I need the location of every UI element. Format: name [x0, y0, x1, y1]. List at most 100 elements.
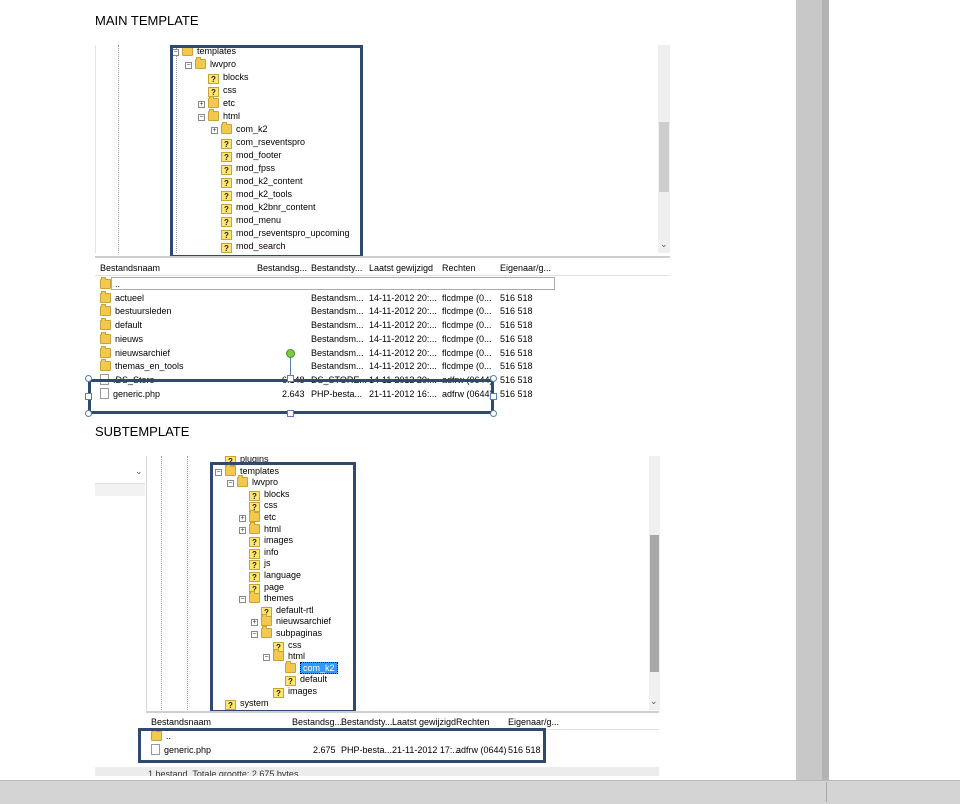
expand-icon[interactable]: +: [198, 101, 205, 108]
tree-node[interactable]: +nieuwsarchief: [251, 614, 331, 628]
selection-frame: [88, 379, 494, 414]
tree-node[interactable]: −themes: [239, 591, 294, 605]
sub-left-shade: [95, 484, 145, 496]
rotate-handle[interactable]: [286, 349, 295, 358]
tree-node-label: com_rseventspro: [236, 137, 306, 147]
collapse-icon[interactable]: −: [198, 114, 205, 121]
column-header-size[interactable]: Bestandsg...: [257, 263, 308, 273]
collapse-icon[interactable]: −: [227, 480, 234, 488]
tree-node[interactable]: +com_k2: [211, 122, 268, 136]
resize-handle-bl[interactable]: [85, 410, 92, 417]
tree-node[interactable]: ?mod_fpss: [221, 162, 275, 175]
resize-handle-tl[interactable]: [85, 375, 92, 382]
column-header-modified[interactable]: Laatst gewijzigd: [392, 717, 457, 727]
resize-handle-tr[interactable]: [490, 375, 497, 382]
bottom-bar: [0, 780, 960, 804]
collapse-icon[interactable]: −: [263, 654, 270, 662]
tree-node[interactable]: +html: [239, 521, 281, 536]
expand-icon[interactable]: +: [239, 515, 246, 522]
folder-icon: [249, 591, 260, 604]
tree-node[interactable]: ?mod_footer: [221, 149, 282, 162]
tree-node-label: mod_rseventspro_upcoming: [236, 228, 350, 238]
sub-file-list: Bestandsnaam Bestandsg... Bestandsty... …: [146, 711, 659, 777]
column-header-size[interactable]: Bestandsg...: [292, 717, 343, 727]
resize-handle-ml[interactable]: [85, 393, 92, 400]
tree-node[interactable]: ?mod_k2bnr_content: [221, 201, 316, 214]
column-header-type[interactable]: Bestandsty...: [311, 263, 363, 273]
expand-icon[interactable]: +: [251, 619, 258, 627]
tree-node[interactable]: −html: [263, 649, 305, 663]
tree-node[interactable]: ?blocks: [208, 71, 249, 84]
tree-node[interactable]: ?mod_menu: [221, 214, 281, 227]
resize-handle-tm[interactable]: [287, 375, 294, 382]
column-header-owner[interactable]: Eigenaar/g...: [508, 717, 560, 727]
tree-node[interactable]: ?system: [225, 697, 269, 710]
tree-node[interactable]: − html: [198, 109, 241, 123]
tree-node[interactable]: ?blocks: [249, 488, 290, 501]
tree-node[interactable]: ?js: [249, 557, 271, 571]
expand-icon[interactable]: +: [211, 127, 218, 134]
collapse-icon[interactable]: −: [251, 631, 258, 638]
file-permissions: flcdmpe (0...: [442, 361, 492, 372]
tree-node[interactable]: +etc: [239, 510, 276, 524]
resize-handle-bm[interactable]: [287, 410, 294, 417]
collapse-icon[interactable]: −: [215, 468, 222, 476]
file-name: generic.php: [113, 388, 161, 399]
tree-node[interactable]: ?default: [285, 673, 327, 687]
scroll-down-arrow-icon[interactable]: ⌄: [660, 239, 668, 249]
file-size: 2.643: [282, 388, 305, 399]
scroll-thumb[interactable]: [659, 122, 669, 192]
tree-node[interactable]: ?mod_rseventspro_upcoming: [221, 227, 350, 240]
tree-node[interactable]: +etc: [198, 96, 235, 110]
tree-node[interactable]: −lwvpro: [227, 475, 278, 489]
tree-node-label: subpaginas: [276, 628, 323, 638]
tree-node[interactable]: − subpaginas: [251, 626, 323, 640]
tree-node[interactable]: ?info: [249, 546, 279, 559]
column-header-permissions[interactable]: Rechten: [456, 717, 490, 727]
tree-node[interactable]: ?images: [249, 534, 293, 548]
file-row[interactable]: ..: [95, 277, 615, 291]
file-type: Bestandsm...: [311, 306, 364, 317]
column-header-name[interactable]: Bestandsnaam: [151, 717, 212, 727]
tree-node[interactable]: −templates: [215, 463, 279, 478]
resize-handle-br[interactable]: [490, 410, 497, 417]
tree-node[interactable]: ?mod_k2_tools: [221, 188, 292, 201]
column-header-owner[interactable]: Eigenaar/g...: [500, 263, 552, 273]
tree-node-label: default-rtl: [276, 604, 314, 615]
scroll-down-arrow-icon[interactable]: ⌄: [650, 696, 658, 706]
tree-node[interactable]: ?images: [273, 685, 317, 698]
tree-node[interactable]: −lwvpro: [185, 57, 236, 71]
file-owner: 516 518: [500, 320, 533, 331]
column-header-type[interactable]: Bestandsty...: [341, 717, 393, 727]
tree-node[interactable]: ?mod_search: [221, 240, 286, 253]
resize-handle-mr[interactable]: [490, 393, 497, 400]
sub-left-scroll-arrow-icon[interactable]: ⌄: [135, 466, 143, 476]
column-header-name[interactable]: Bestandsnaam: [100, 263, 161, 273]
tree-node-label: mod_k2_tools: [236, 189, 293, 199]
collapse-icon[interactable]: −: [239, 596, 246, 604]
sub-tree-scrollbar[interactable]: ⌄: [649, 456, 660, 710]
collapse-icon[interactable]: −: [185, 62, 192, 69]
tree-node-label: com_k2: [300, 661, 338, 674]
unknown-folder-icon: ?: [221, 139, 232, 149]
tree-node[interactable]: ? com_rseventspro: [221, 136, 305, 149]
file-type: Bestandsm...: [311, 361, 364, 372]
column-header-permissions[interactable]: Rechten: [442, 263, 476, 273]
tree-node[interactable]: ?mod_k2_content: [221, 175, 303, 188]
main-tree-scrollbar[interactable]: ⌄: [658, 45, 670, 253]
tree-node[interactable]: ?language: [249, 569, 301, 582]
tree-node-label: html: [223, 111, 241, 121]
expand-icon[interactable]: +: [239, 526, 246, 534]
tree-node[interactable]: com_k2: [285, 660, 338, 675]
scroll-thumb[interactable]: [650, 535, 659, 672]
file-permissions: flcdmpe (0...: [442, 333, 492, 344]
column-header-modified[interactable]: Laatst gewijzigd: [369, 263, 434, 273]
